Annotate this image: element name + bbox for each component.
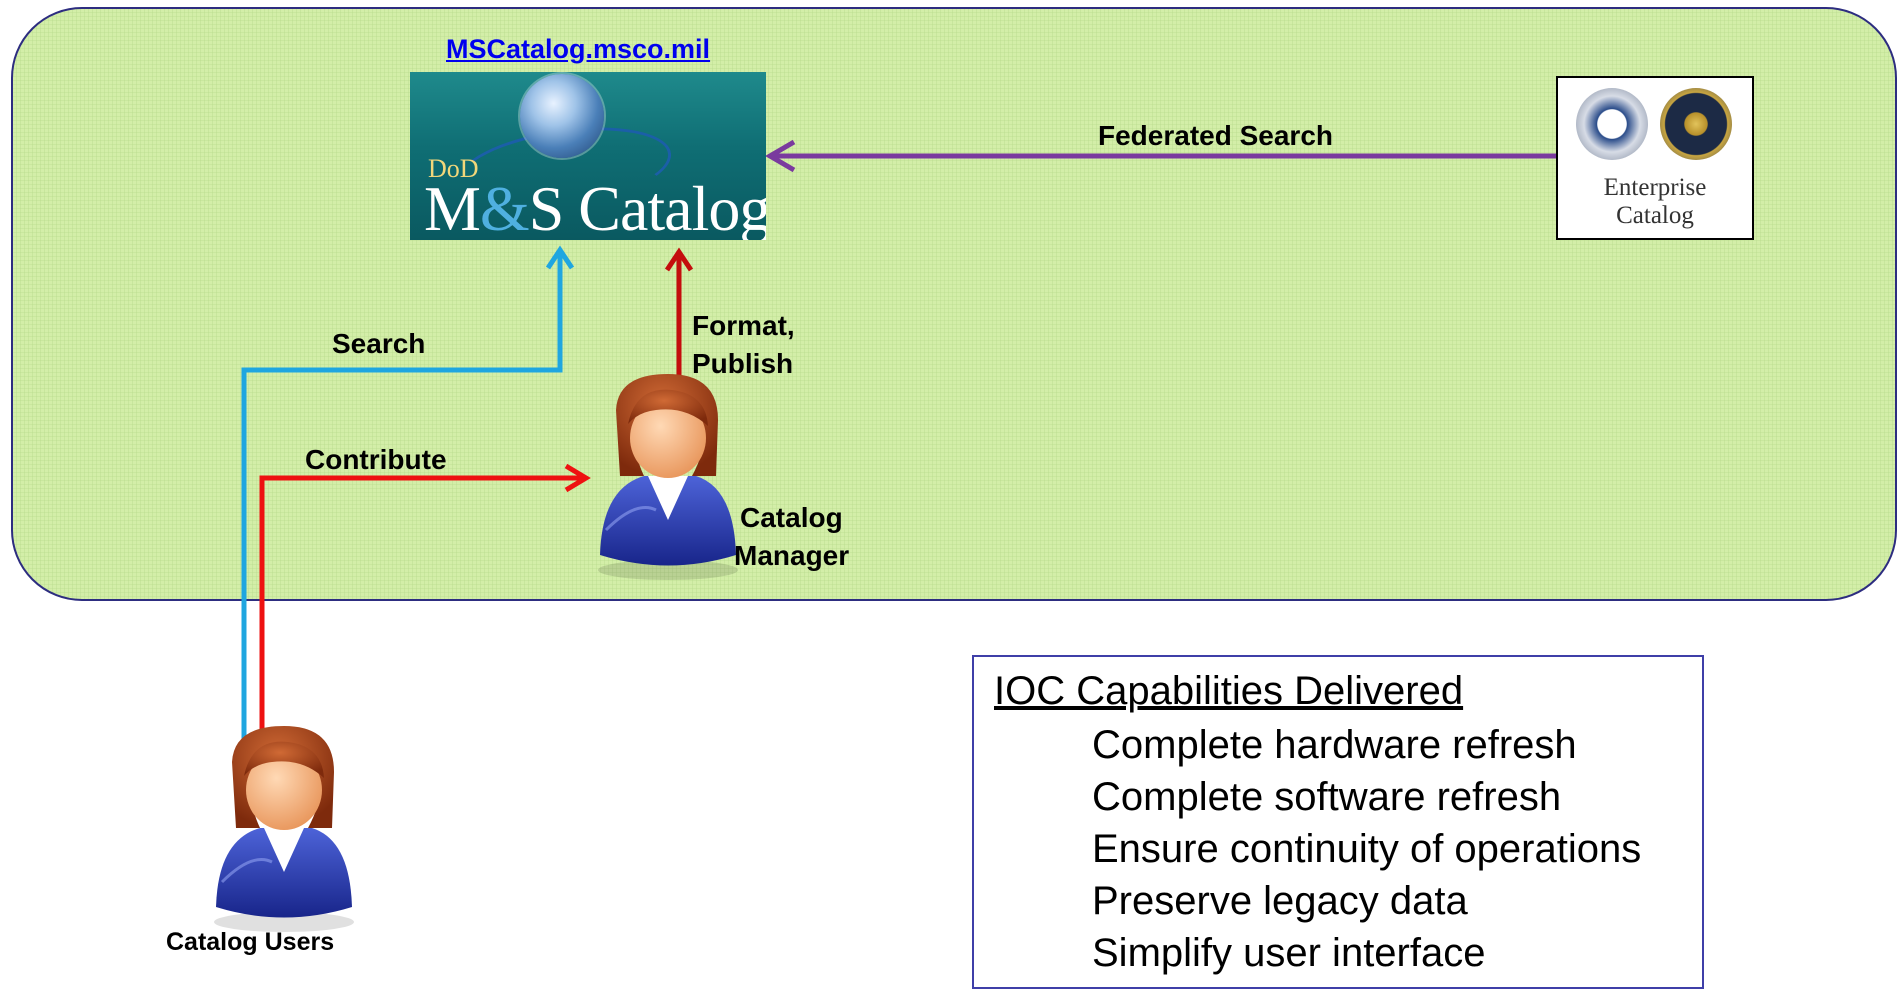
federated-search-arrow <box>765 139 1556 173</box>
enterprise-catalog-box: Enterprise Catalog <box>1556 76 1754 240</box>
search-label: Search <box>332 328 426 359</box>
search-arrow <box>241 245 575 740</box>
contribute-arrow <box>259 463 591 760</box>
logo-dod-prefix: DoD <box>428 154 479 183</box>
federated-search-label: Federated Search <box>1098 120 1333 151</box>
enterprise-catalog-line2: Catalog <box>1616 202 1694 229</box>
ms-catalog-logo: DoD M&S Catalog <box>410 72 766 240</box>
logo-title-amp: & <box>479 173 530 240</box>
capability-item: Ensure continuity of operations <box>1092 827 1642 871</box>
ioc-capabilities-list: Complete hardware refresh Complete softw… <box>1092 719 1641 979</box>
catalog-users-icon <box>214 726 354 932</box>
catalog-manager-label-line1: Catalog <box>740 502 843 533</box>
capability-item: Simplify user interface <box>1092 931 1486 975</box>
catalog-manager-icon <box>598 374 738 580</box>
catalog-users-label: Catalog Users <box>166 928 335 956</box>
format-publish-label-line1: Format, <box>692 310 795 341</box>
dod-seal-icon <box>1576 88 1648 160</box>
globe-icon <box>520 74 604 158</box>
logo-title: M&S Catalog <box>424 172 766 240</box>
logo-title-rest: S Catalog <box>528 173 766 240</box>
format-publish-label-line2: Publish <box>692 348 794 379</box>
format-publish-arrow <box>664 247 694 390</box>
contribute-label: Contribute <box>305 444 447 475</box>
mscatalog-site-link[interactable]: MSCatalog.msco.mil <box>446 34 711 64</box>
catalog-manager-label-line2: Manager <box>734 540 850 571</box>
ioc-capabilities-title: IOC Capabilities Delivered <box>994 669 1464 713</box>
capability-item: Complete hardware refresh <box>1092 723 1577 767</box>
enterprise-catalog-line1: Enterprise <box>1603 174 1707 201</box>
logo-title-m: M <box>424 173 481 240</box>
capability-item: Preserve legacy data <box>1092 879 1468 923</box>
capability-item: Complete software refresh <box>1092 775 1562 819</box>
ioc-capabilities-box: IOC Capabilities Delivered Complete hard… <box>972 655 1704 989</box>
agency-seal-icon <box>1660 88 1732 160</box>
